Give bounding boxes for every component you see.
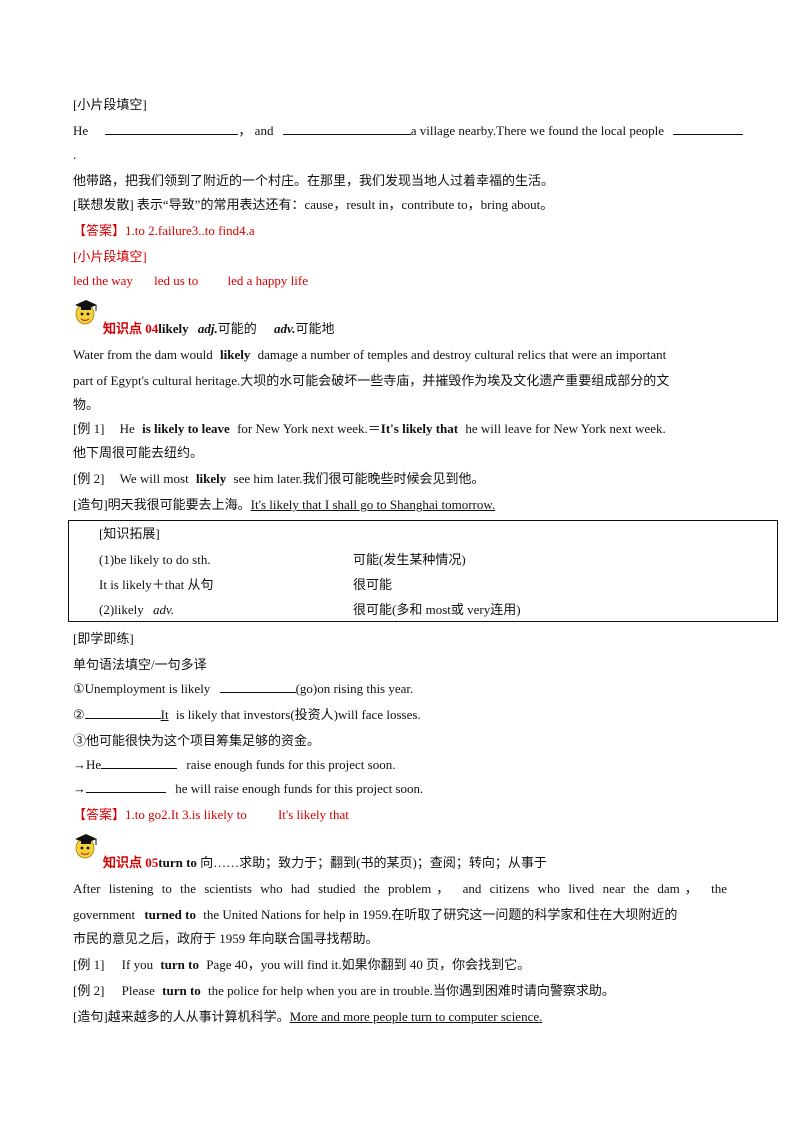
kp04-paragraph-2: part of Egypt's cultural heritage.大坝的水可能…: [73, 373, 670, 388]
translation: 他带路，把我们领到了附近的一个村庄。在那里，我们发现当地人过着幸福的生活。: [73, 173, 555, 188]
kp05-heading: 知识点 05turn to 向……求助；致力于；翻到(书的某页)；查阅；转向；从…: [103, 855, 547, 870]
table-row-3-left: (2)likely adv.: [99, 602, 175, 617]
kp05-paragraph-3: 市民的意见之后，政府于 1959 年向联合国寻找帮助。: [73, 931, 379, 946]
kp05-paragraph: After listening to the scientists who ha…: [73, 881, 727, 896]
scholar-icon: [75, 834, 97, 859]
q1-blank[interactable]: [219, 680, 296, 693]
blank-3[interactable]: [673, 122, 744, 135]
blank-2[interactable]: [282, 122, 411, 135]
answer-phrases: led the way led us to led a happy life: [73, 273, 308, 288]
association-note: [联想发散] 表示“导致”的常用表达还有：cause，result in，con…: [73, 197, 554, 212]
kp04-paragraph-3: 物。: [73, 397, 100, 412]
blank-1[interactable]: [105, 122, 239, 135]
q3a-blank[interactable]: [101, 756, 178, 769]
fill-line-end: .: [73, 147, 77, 162]
kp05-paragraph-2: government turned to the United Nations …: [73, 907, 678, 922]
answer-line: 【答案】1.to 2.failure3..to find4.a: [73, 223, 255, 238]
scholar-icon: [75, 300, 97, 325]
q3b-blank[interactable]: [86, 780, 166, 793]
section-title: [小片段填空]: [73, 97, 147, 112]
kp04-heading: 知识点 04likely adj.可能的 adv.可能地: [103, 321, 335, 336]
fill-line: He ， and a village nearby.There we found…: [73, 122, 744, 140]
practice-title: [即学即练]: [73, 631, 134, 646]
practice-q3: ③他可能很快为这个项目筹集足够的资金。: [73, 733, 321, 748]
kp05-example-2: [例 2] Please turn to the police for help…: [73, 983, 615, 998]
knowledge-expansion-table: [知识拓展] (1)be likely to do sth. 可能(发生某种情况…: [68, 520, 778, 622]
table-title: [知识拓展]: [99, 526, 160, 541]
table-row-1-left: (1)be likely to do sth.: [99, 552, 211, 567]
table-row-2-right: 很可能: [353, 577, 393, 592]
kp04-example-1: [例 1] He is likely to leave for New York…: [73, 421, 666, 436]
table-row-1-right: 可能(发生某种情况): [353, 552, 466, 567]
table-row-3-right: 很可能(多和 most或 very连用): [353, 602, 521, 617]
practice-q1: ①Unemployment is likely (go)on rising th…: [73, 680, 414, 696]
kp04-example-1-cn: 他下周很可能去纽约。: [73, 445, 204, 460]
kp04-answer: 【答案】1.to go2.It 3.is likely to It's like…: [73, 807, 349, 822]
kp05-make-sentence: [造句]越来越多的人从事计算机科学。More and more people t…: [73, 1009, 543, 1024]
practice-q3-b: → he will raise enough funds for this pr…: [73, 780, 424, 796]
practice-q3-a: →He raise enough funds for this project …: [73, 756, 396, 772]
answer-subtitle: [小片段填空]: [73, 249, 147, 264]
table-row-2-left: It is likely＋that 从句: [99, 577, 214, 592]
kp04-example-2: [例 2] We will most likely see him later.…: [73, 471, 485, 486]
kp04-paragraph: Water from the dam would likely damage a…: [73, 347, 667, 362]
kp05-example-1: [例 1] If you turn to Page 40，you will fi…: [73, 957, 531, 972]
kp04-make-sentence: [造句]明天我很可能要去上海。It's likely that I shall …: [73, 497, 496, 512]
practice-subtitle: 单句语法填空/一句多译: [73, 657, 207, 672]
q2-blank[interactable]: [84, 706, 161, 719]
